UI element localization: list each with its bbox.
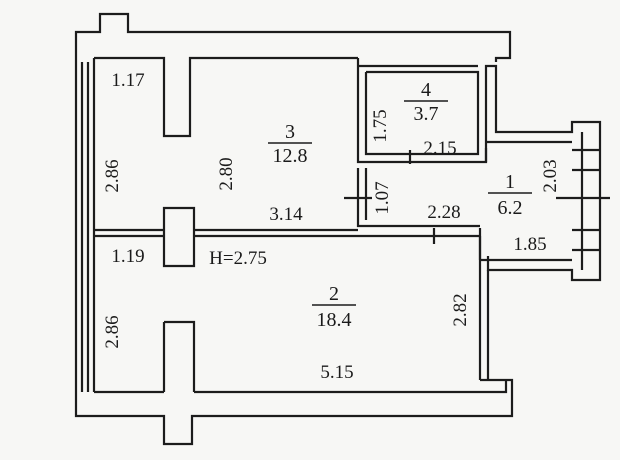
dim-top-left-width: 1.17: [111, 70, 144, 91]
partition-3-2: [94, 228, 480, 238]
door-ticks: [344, 150, 436, 244]
dim-left-lower-height: 2.86: [102, 315, 123, 348]
walls: [74, 12, 610, 446]
room-2-number: 2: [329, 283, 339, 305]
dim-room3-width: 3.14: [269, 204, 303, 225]
dim-room1-height: 2.03: [540, 159, 561, 192]
room-3-number: 3: [285, 121, 295, 143]
dim-room3-inner-height: 2.80: [216, 157, 237, 190]
room4-inner: [364, 70, 480, 156]
room2-right-wall: [478, 236, 490, 380]
room-4-number: 4: [421, 79, 431, 101]
room-1-number: 1: [505, 171, 515, 193]
corridor-wall: [356, 168, 480, 228]
column-middle: [162, 206, 196, 268]
dim-room2-height: 2.82: [450, 293, 471, 326]
top-wall: [74, 12, 512, 62]
room1-inner: [478, 140, 572, 262]
dim-corridor-height: 1.07: [372, 181, 393, 214]
dim-left-upper-height: 2.86: [102, 159, 123, 192]
room-1-area: 6.2: [498, 197, 523, 219]
room4-wall: [356, 58, 602, 282]
dim-room4-width: 2.15: [423, 138, 456, 159]
dim-room4-height: 1.75: [370, 109, 391, 142]
room-4-area: 3.7: [414, 103, 439, 125]
room-3-area: 12.8: [273, 145, 308, 167]
top-wall-inner: [94, 56, 358, 138]
room-2-area: 18.4: [317, 309, 352, 331]
right-block: [556, 132, 610, 270]
labels: 1.17 2.86 2.80 3.14 1.75 2.15 1.07 2.28 2.03 1.85…: [102, 70, 561, 383]
ceiling-height: H=2.75: [209, 248, 267, 269]
dim-left-mid-width: 1.19: [111, 246, 144, 267]
dim-room2-width: 5.15: [320, 362, 353, 383]
dim-corridor-width: 2.28: [427, 202, 460, 223]
dim-room1-width: 1.85: [513, 234, 546, 255]
column-lower: [162, 320, 196, 392]
bottom-wall: [74, 378, 514, 446]
